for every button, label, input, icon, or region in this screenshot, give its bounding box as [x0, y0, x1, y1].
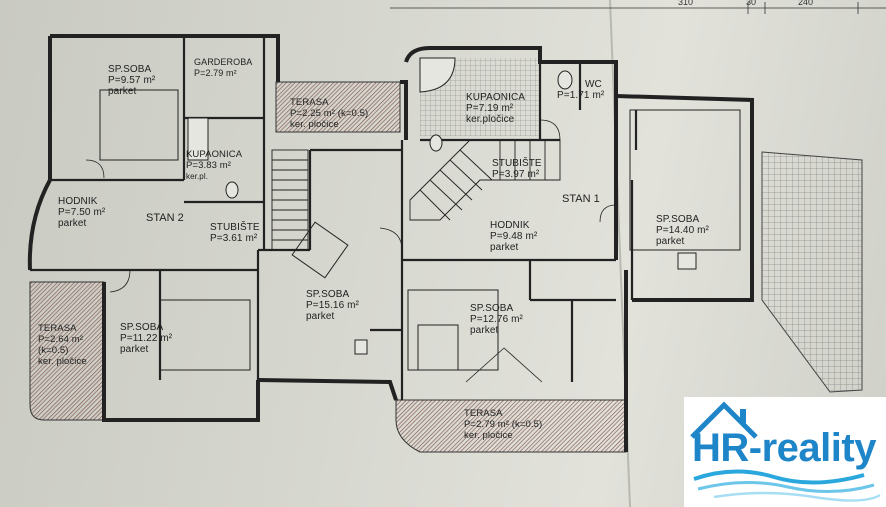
- apartment-label-stan1: STAN 1: [562, 193, 600, 205]
- fixtures: [187, 57, 697, 355]
- stairs-right: [409, 139, 561, 221]
- roof-area: [761, 151, 863, 393]
- stairs-left: [271, 149, 309, 251]
- terasa-top-hatch: [275, 81, 401, 133]
- house-roof-icon: [690, 401, 881, 502]
- terasa-bottom-hatch: [395, 399, 627, 453]
- dimension-label: 30: [746, 0, 757, 7]
- door-arcs: [85, 119, 617, 383]
- logo-text: HR-reality: [692, 426, 876, 470]
- terasa-left-hatch: [29, 281, 105, 421]
- dimension-label: 240: [798, 0, 814, 7]
- dimension-label: 310: [678, 0, 694, 7]
- apartment-label-stan2: STAN 2: [146, 212, 184, 224]
- outer-walls: [27, 34, 754, 452]
- hr-reality-logo: [684, 397, 886, 507]
- bed-outlines: [99, 89, 741, 371]
